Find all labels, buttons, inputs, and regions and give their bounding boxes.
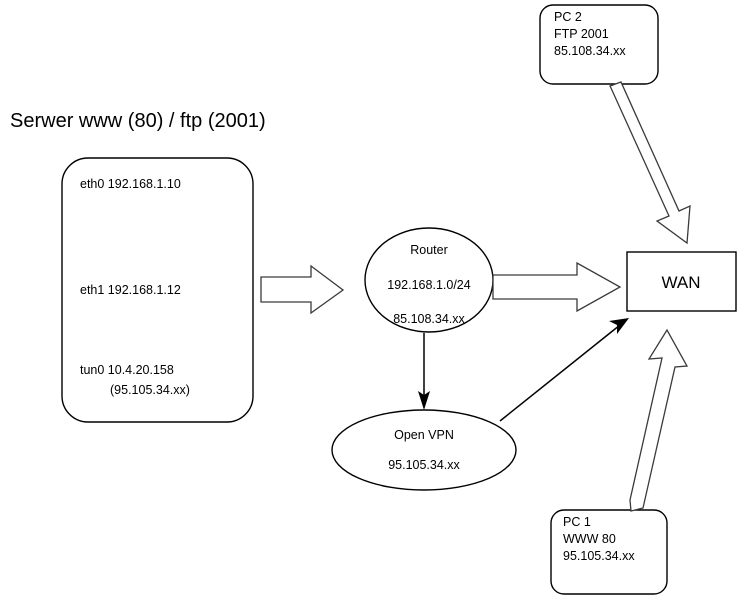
pc1-title-label: PC 1 xyxy=(563,515,591,529)
server-tun0-label: tun0 10.4.20.158 xyxy=(80,363,174,377)
arrow-router-to-wan xyxy=(492,261,622,313)
pc1-ip-label: 95.105.34.xx xyxy=(563,549,635,563)
wan-box[interactable] xyxy=(626,251,737,312)
openvpn-ip-label: 95.105.34.xx xyxy=(388,458,460,472)
arrow-vpn-to-wan-line xyxy=(499,324,621,422)
arrow-server-to-router xyxy=(260,264,345,315)
openvpn-ellipse[interactable] xyxy=(331,409,517,491)
server-box[interactable] xyxy=(61,157,254,423)
arrow-vpn-to-wan-head xyxy=(609,318,629,334)
openvpn-label: Open VPN xyxy=(394,428,454,442)
page-title: Serwer www (80) / ftp (2001) xyxy=(10,110,266,132)
router-public-ip-label: 85.108.34.xx xyxy=(393,312,465,326)
arrow-pc1-to-wan xyxy=(629,328,689,512)
pc2-service-label: FTP 2001 xyxy=(554,27,609,41)
pc1-box[interactable] xyxy=(550,509,668,595)
server-eth0-label: eth0 192.168.1.10 xyxy=(80,177,181,191)
router-label: Router xyxy=(410,243,448,257)
arrow-pc2-to-wan xyxy=(609,81,691,245)
arrow-router-to-vpn-head xyxy=(418,391,430,410)
server-tun0-public-label: (95.105.34.xx) xyxy=(110,383,190,397)
server-eth1-label: eth1 192.168.1.12 xyxy=(80,283,181,297)
pc2-title-label: PC 2 xyxy=(554,10,582,24)
pc2-ip-label: 85.108.34.xx xyxy=(554,44,626,58)
pc2-box[interactable] xyxy=(539,4,659,85)
router-network-label: 192.168.1.0/24 xyxy=(387,278,470,292)
wan-label: WAN xyxy=(661,273,700,292)
pc1-service-label: WWW 80 xyxy=(563,532,616,546)
